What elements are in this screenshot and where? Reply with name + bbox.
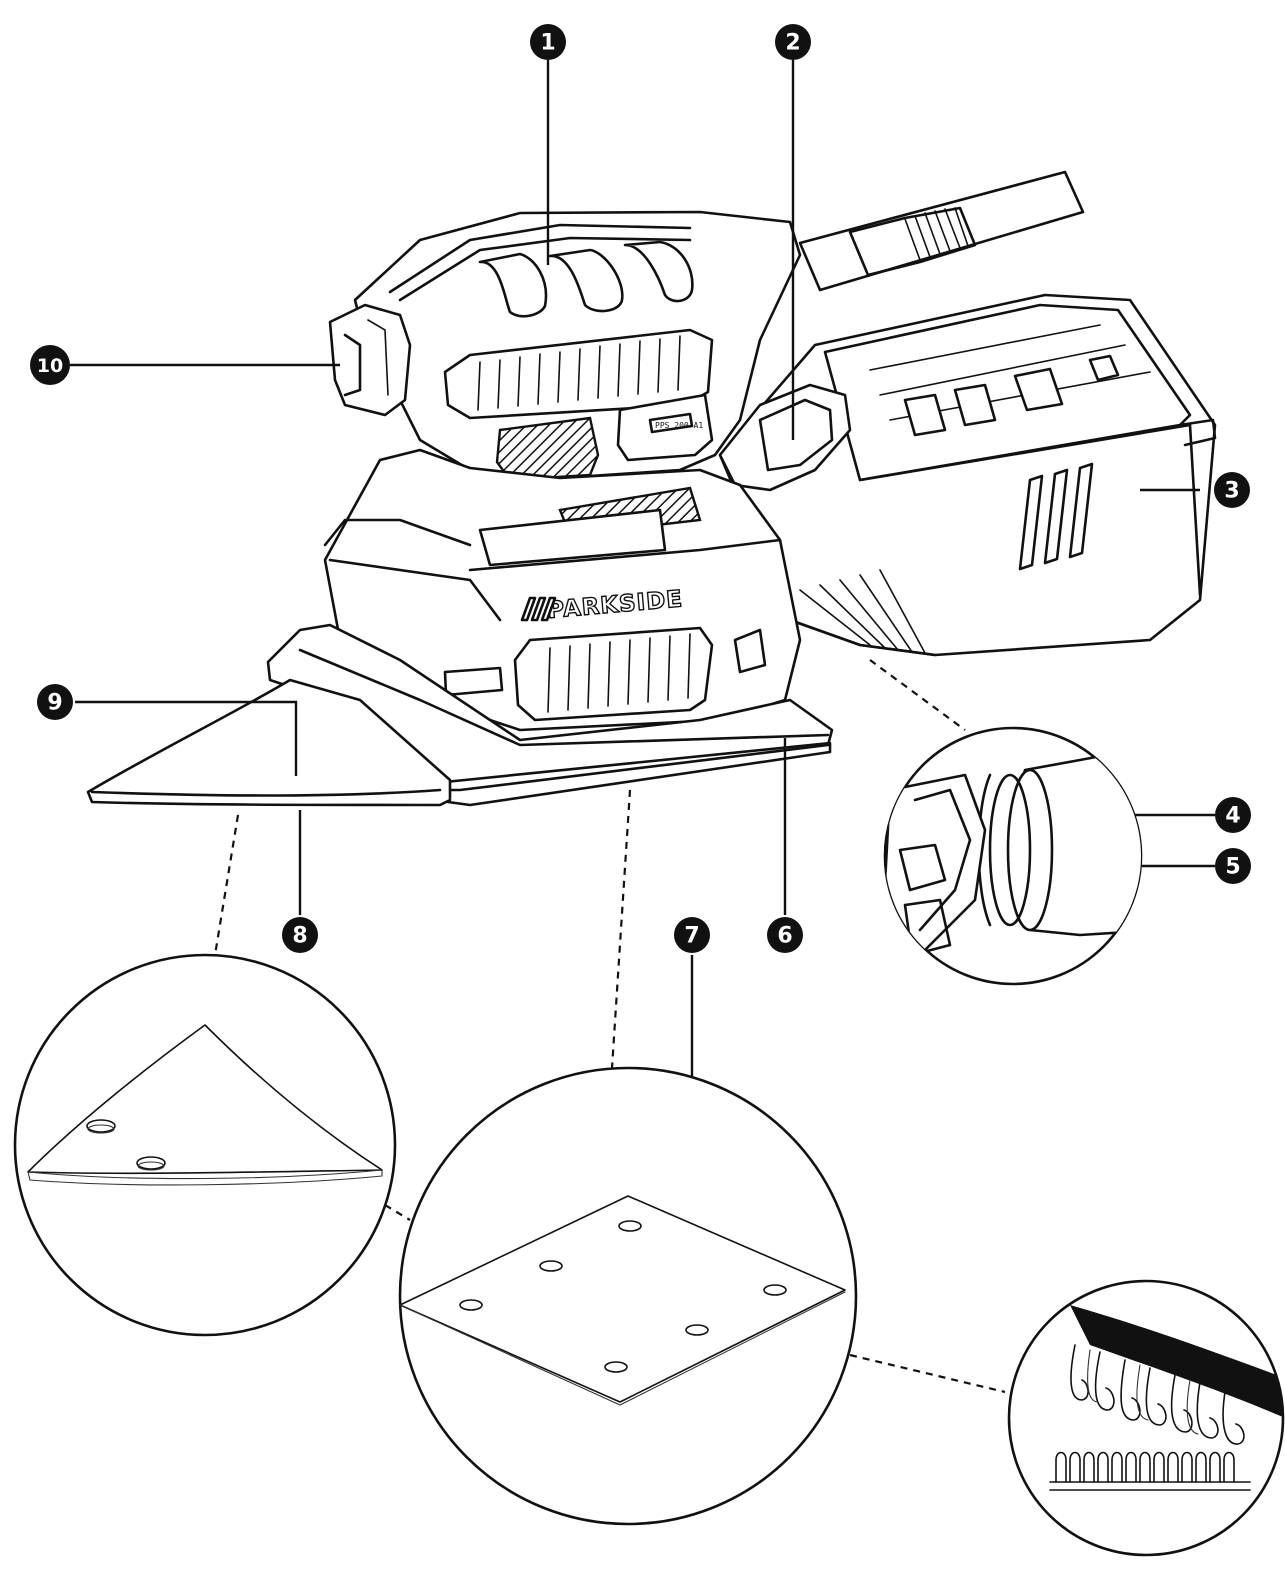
motor-housing-handle: PPS 200 A1 [328,210,802,482]
model-plate-label: PPS 200 A1 [655,421,703,430]
detail-connectors [213,659,1006,1394]
detail-dust-port [883,726,1143,986]
callout-8: 8 [282,917,318,953]
svg-text:8: 8 [292,924,307,949]
detail-hook-and-loop [1007,1279,1285,1557]
svg-text:3: 3 [1224,479,1239,504]
callout-6: 6 [767,917,803,953]
svg-text:7: 7 [684,924,699,949]
svg-text:9: 9 [47,691,62,716]
power-cord [798,170,1085,292]
callout-2: 2 [775,24,811,60]
detail-delta-sheet [13,953,397,1337]
svg-text:5: 5 [1225,855,1240,880]
dust-box [718,293,1217,657]
callout-1: 1 [530,24,566,60]
on-off-switch [718,383,852,492]
svg-text:6: 6 [777,924,792,949]
svg-text:1: 1 [540,31,555,56]
callout-9: 9 [37,684,73,720]
svg-text:2: 2 [785,31,800,56]
svg-text:4: 4 [1225,804,1240,829]
callout-3: 3 [1214,472,1250,508]
callout-5: 5 [1215,848,1251,884]
lower-body: PARKSIDE [323,448,802,732]
sanding-base [86,623,834,807]
callout-10: 10 [30,345,70,385]
detail-square-sheet [398,1066,858,1526]
callout-4: 4 [1215,797,1251,833]
callout-7: 7 [674,917,710,953]
svg-text:10: 10 [37,355,63,377]
